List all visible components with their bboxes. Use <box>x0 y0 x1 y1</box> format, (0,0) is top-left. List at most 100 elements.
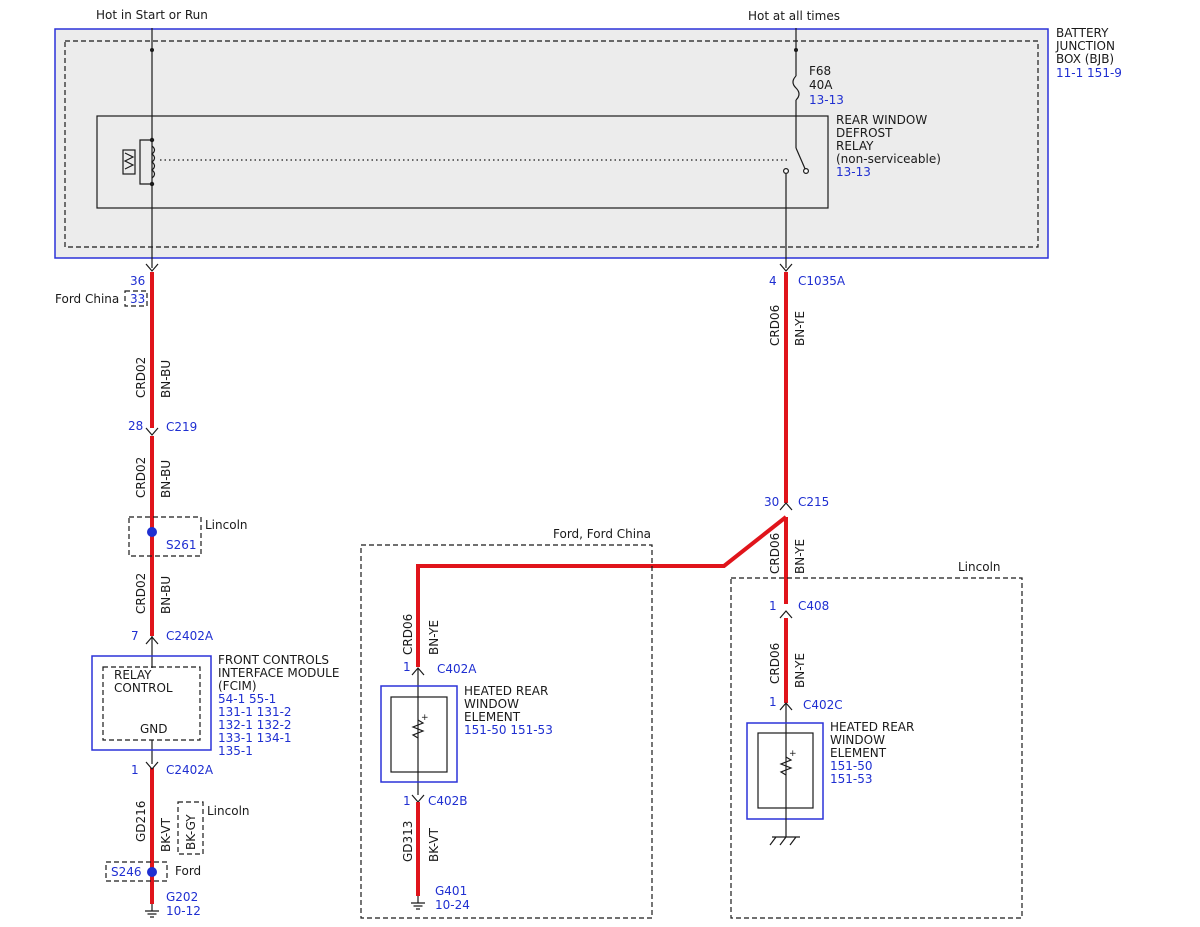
wire-color-bnye-1: BN-YE <box>793 311 807 346</box>
wire-color-bnye-ford: BN-YE <box>427 620 441 655</box>
connector-c402c: C402C <box>803 698 843 712</box>
heated-element-lincoln-label: HEATED REAR WINDOW ELEMENT <box>830 720 918 760</box>
fcim-inner-box <box>102 666 201 741</box>
fuse-f68: F68 40A 13-13 <box>792 28 844 148</box>
pin-33-box <box>124 290 148 307</box>
heated-element-lincoln-outline <box>746 722 824 820</box>
heated-element-ford-label: HEATED REAR WINDOW ELEMENT <box>464 684 552 724</box>
wire-color-bnbu-2: BN-BU <box>159 460 173 498</box>
connector-chevron-icon <box>145 636 159 645</box>
bjb-outline <box>54 28 1049 259</box>
heated-element-ford-ref: 151-50 151-53 <box>464 723 553 737</box>
connector-c2402a-bottom: C2402A <box>166 763 214 777</box>
fuse-name: F68 <box>809 64 831 78</box>
pin-1-c408: 1 <box>769 599 777 613</box>
heated-element-ford-body <box>390 696 448 773</box>
connector-c408: C408 <box>798 599 829 613</box>
relay-coil-lead <box>139 139 152 185</box>
wire-color-bnye-2: BN-YE <box>793 539 807 574</box>
fcim-outline <box>91 655 212 751</box>
heated-element-ford-outline <box>380 685 458 783</box>
connector-chevron-icon <box>779 263 793 272</box>
splice-s261-box <box>128 516 202 557</box>
ground-g401: G401 <box>435 884 467 898</box>
fuse-ref: 13-13 <box>809 93 844 107</box>
pin-7: 7 <box>131 629 139 643</box>
wire-color-bkvt-ford: BK-VT <box>427 827 441 862</box>
variant-lincoln-s261: Lincoln <box>205 518 248 532</box>
wire-label-crd02-3: CRD02 <box>134 573 148 614</box>
splice-s246-dot <box>147 867 157 877</box>
connector-chevron-icon <box>411 794 425 803</box>
relay-contact-icon <box>782 168 789 175</box>
connector-chevron-icon <box>779 702 793 711</box>
pin-36: 36 <box>130 274 145 288</box>
relay-coil-resistor <box>122 149 136 175</box>
pin-30: 30 <box>764 495 779 509</box>
wire-label-crd06-3: CRD06 <box>768 643 782 684</box>
fcim-refs: 54-1 55-1 131-1 131-2 132-1 132-2 133-1 … <box>218 692 295 758</box>
variant-lincoln-gd216: Lincoln <box>207 804 250 818</box>
ford-variant-box: Ford, Ford China CRD06 BN-YE 1 C402A + H… <box>360 527 653 919</box>
splice-s246: S246 <box>111 865 142 879</box>
bjb-inner-dashed <box>64 40 1039 248</box>
wire-color-bkgy: BK-GY <box>184 814 198 850</box>
ground-g202-ref: 10-12 <box>166 904 201 918</box>
ford-variant-outline <box>360 544 653 919</box>
wire-color-bnye-3: BN-YE <box>793 653 807 688</box>
relay-contact-icon-2 <box>802 168 809 175</box>
pin-28: 28 <box>128 419 143 433</box>
left-circuit: 36 Ford China 33 CRD02 BN-BU 28 C219 CRD… <box>55 263 250 918</box>
fuse-rating: 40A <box>809 78 833 92</box>
wire-label-crd06-2: CRD06 <box>768 533 782 574</box>
relay-ref: 13-13 <box>836 165 871 179</box>
variant-ford: Ford <box>175 864 201 878</box>
pin-1-c402b: 1 <box>403 794 411 808</box>
connector-c402b: C402B <box>428 794 468 808</box>
relay-outline <box>96 115 829 209</box>
splice-s261-dot <box>147 527 157 537</box>
heater-grid-icon <box>411 719 425 739</box>
connector-chevron-icon <box>779 610 793 619</box>
pin-4: 4 <box>769 274 777 288</box>
ground-icon <box>145 910 159 918</box>
connector-chevron-icon <box>145 263 159 272</box>
heater-plus-icon: + <box>789 749 797 759</box>
bjb-label: BATTERY JUNCTION BOX (BJB) <box>1055 26 1119 66</box>
connector-c2402a-top: C2402A <box>166 629 214 643</box>
wire-label-gd216: GD216 <box>134 801 148 842</box>
fcim-relay-control-label: RELAY CONTROL <box>114 668 173 695</box>
connector-chevron-icon <box>145 427 159 436</box>
wire-color-bnbu-3: BN-BU <box>159 576 173 614</box>
fcim-gnd-label: GND <box>140 722 168 736</box>
connector-c219: C219 <box>166 420 197 434</box>
connector-c402a: C402A <box>437 662 477 676</box>
ground-icon <box>411 902 425 910</box>
pin-1-c402a: 1 <box>403 660 411 674</box>
wire-label-gd313: GD313 <box>401 821 415 862</box>
wire-label-crd02-1: CRD02 <box>134 357 148 398</box>
connector-chevron-icon <box>145 761 159 770</box>
wire-color-bkvt: BK-VT <box>159 817 173 852</box>
lincoln-variant-label: Lincoln <box>958 560 1001 574</box>
ground-g401-ref: 10-24 <box>435 898 470 912</box>
pin-1-c402c: 1 <box>769 695 777 709</box>
relay-coil-zigzag-icon <box>123 152 135 170</box>
alt-color-box <box>177 801 204 855</box>
wire-color-bnbu-1: BN-BU <box>159 360 173 398</box>
connector-c1035a: C1035A <box>798 274 846 288</box>
fuse-icon <box>792 75 800 101</box>
wire-label-crd06-ford: CRD06 <box>401 614 415 655</box>
power-label-always: Hot at all times <box>748 9 840 23</box>
variant-ford-china: Ford China <box>55 292 119 306</box>
rear-window-defrost-relay: REAR WINDOW DEFROST RELAY (non-serviceab… <box>96 113 941 209</box>
connector-c215: C215 <box>798 495 829 509</box>
heated-element-lincoln-refs: 151-50 151-53 <box>830 759 876 786</box>
ford-variant-label: Ford, Ford China <box>553 527 651 541</box>
left-feed-node <box>150 48 154 52</box>
connector-chevron-icon <box>779 502 793 511</box>
ground-g202: G202 <box>166 890 198 904</box>
fuse-node <box>794 48 798 52</box>
bjb-ref: 11-1 151-9 <box>1056 66 1122 80</box>
